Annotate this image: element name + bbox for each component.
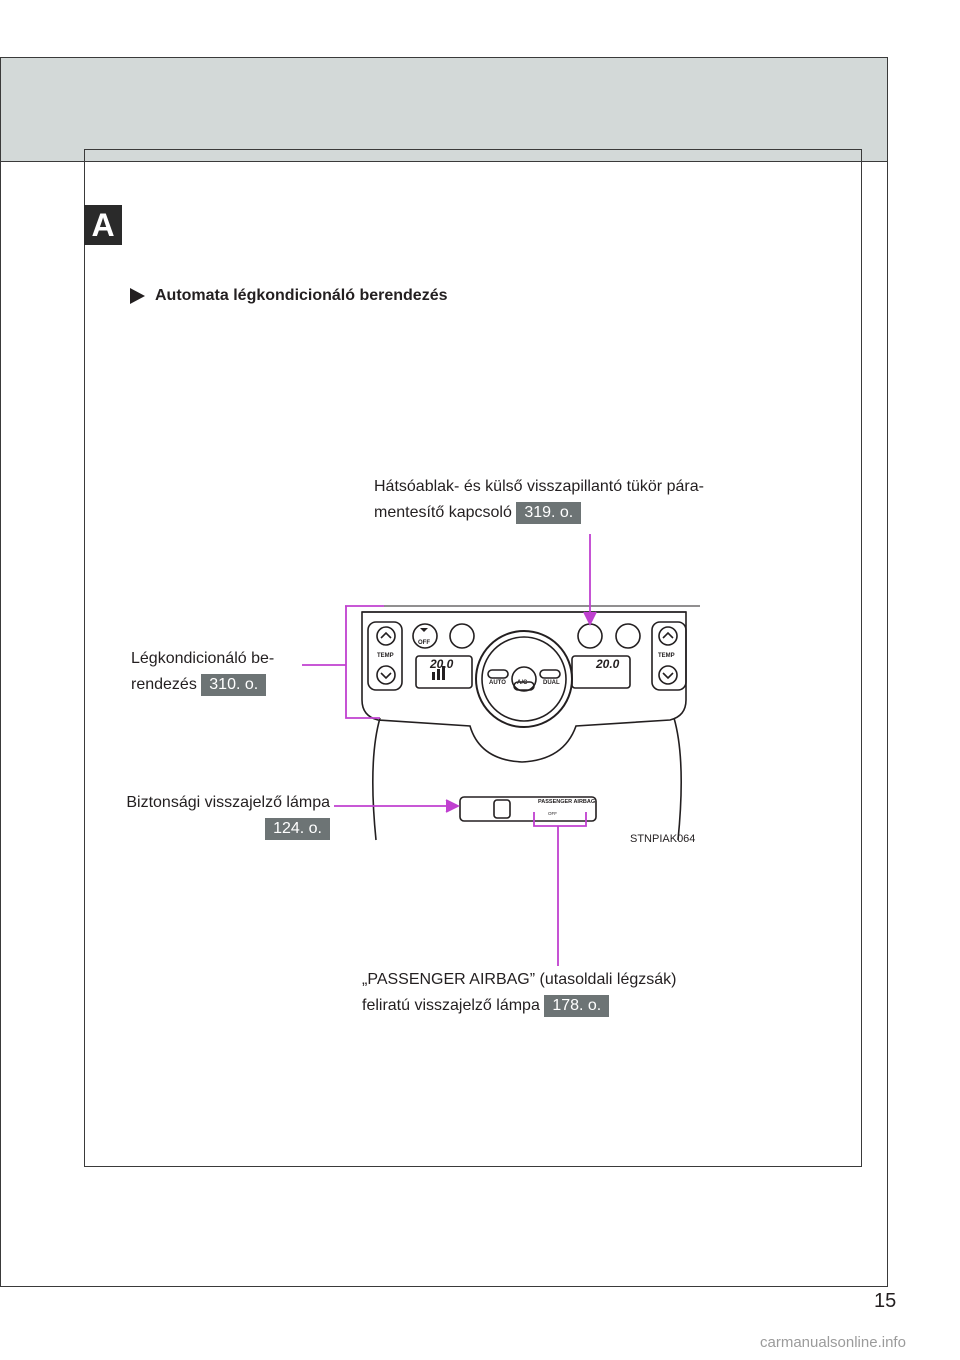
- callout-rear-defogger: Hátsóablak- és külső visszapillantó tükö…: [374, 474, 704, 526]
- section-title-text: Automata légkondicionáló berendezés: [155, 287, 448, 304]
- header-band: [1, 58, 887, 162]
- section-badge: A: [84, 205, 122, 245]
- ref-badge-310[interactable]: 310. o.: [201, 673, 267, 696]
- watermark: carmanualsonline.info: [760, 1334, 906, 1351]
- callout-passenger-airbag: „PASSENGER AIRBAG” (utasoldali légzsák) …: [362, 967, 676, 1019]
- ref-badge-178[interactable]: 178. o.: [544, 994, 610, 1017]
- page-frame: [0, 57, 888, 1287]
- temp-label-left: TEMP: [377, 653, 394, 659]
- display-left-temp: 20.0: [429, 657, 454, 671]
- callout-security-line1: Biztonsági visszajelző lámpa: [126, 794, 330, 811]
- callout-security-indicator: Biztonsági visszajelző lámpa 124. o.: [100, 790, 330, 842]
- callout-rear-defogger-line2: mentesítő kapcsoló: [374, 504, 512, 521]
- callout-air-conditioning: Légkondicionáló be- rendezés 310. o.: [131, 646, 274, 698]
- ac-button-label: A/C: [517, 680, 528, 686]
- callout-ac-line1: Légkondicionáló be-: [131, 650, 275, 667]
- dual-button-label: DUAL: [543, 680, 560, 686]
- section-title: Automata légkondicionáló berendezés: [130, 287, 448, 305]
- page-number: 15: [874, 1290, 897, 1312]
- airbag-panel-label: PASSENGER AIRBAG: [538, 799, 595, 805]
- content-box: [84, 149, 862, 1167]
- auto-button-label: AUTO: [489, 680, 506, 686]
- callout-airbag-line2: feliratú visszajelző lámpa: [362, 997, 540, 1014]
- triangle-bullet-icon: [130, 288, 145, 304]
- airbag-off-label: OFF: [548, 811, 557, 816]
- off-button-label: OFF: [418, 640, 430, 646]
- ref-badge-319[interactable]: 319. o.: [516, 501, 582, 524]
- ref-badge-124[interactable]: 124. o.: [265, 817, 330, 840]
- callout-rear-defogger-line1: Hátsóablak- és külső visszapillantó tükö…: [374, 478, 704, 495]
- display-right-temp: 20.0: [595, 657, 620, 671]
- illustration-code: STNPIAK064: [630, 833, 695, 845]
- callout-ac-line2: rendezés: [131, 676, 197, 693]
- callout-airbag-line1: „PASSENGER AIRBAG” (utasoldali légzsák): [362, 971, 677, 988]
- temp-label-right: TEMP: [658, 653, 675, 659]
